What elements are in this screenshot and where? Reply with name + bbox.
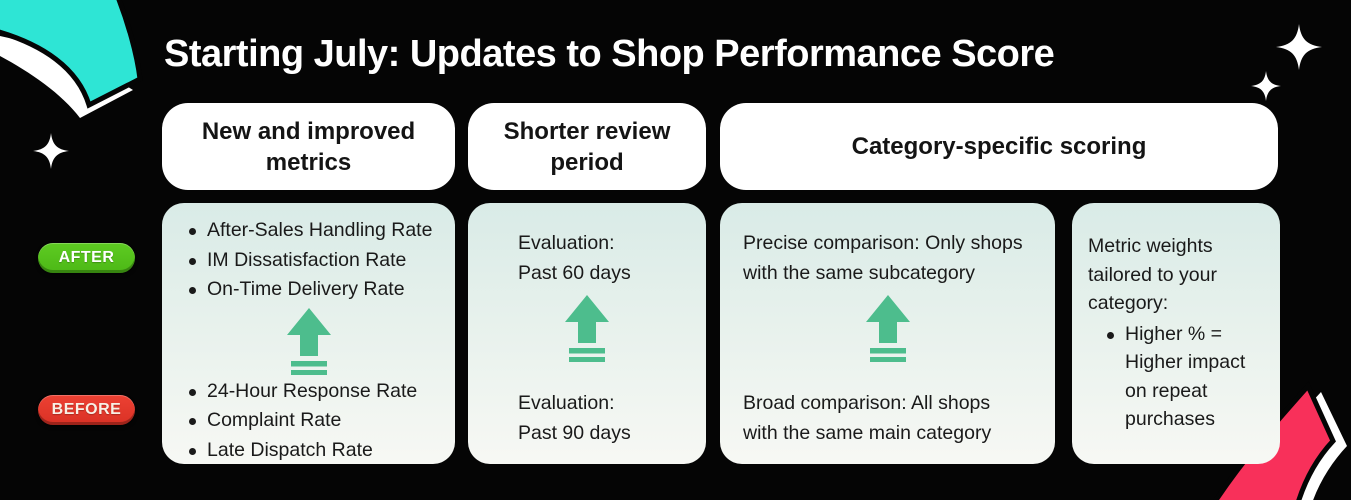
after-review-text: Evaluation: Past 60 days	[468, 229, 706, 288]
after-metrics-list: After-Sales Handling Rate IM Dissatisfac…	[162, 216, 455, 305]
before-review-text: Evaluation: Past 90 days	[468, 389, 706, 448]
text-line: Higher impact	[1125, 351, 1246, 373]
before-metrics-list: 24-Hour Response Rate Complaint Rate Lat…	[162, 377, 455, 466]
before-comparison-text: Broad comparison: All shops with the sam…	[720, 389, 1055, 448]
text-line: on repeat	[1125, 379, 1208, 402]
header-card-review-period: Shorter review period	[468, 103, 706, 190]
text-line: Past 90 days	[518, 421, 631, 444]
header-card-new-metrics: New and improved metrics	[162, 103, 455, 190]
after-badge: AFTER	[38, 243, 135, 273]
teal-swoosh-icon	[0, 0, 143, 109]
header-label: Shorter review period	[503, 117, 671, 176]
text-line: Broad comparison: All shops	[743, 392, 991, 414]
card-comparison-scope: Precise comparison: Only shops with the …	[720, 203, 1055, 464]
text-line: Evaluation:	[518, 232, 615, 254]
list-item: IM Dissatisfaction Rate	[162, 246, 455, 276]
header-label: New and improved metrics	[201, 117, 416, 176]
text-line: with the same main category	[743, 421, 992, 444]
text-line: purchases	[1125, 408, 1215, 430]
sparkle-icon-large	[1276, 24, 1322, 70]
weights-intro-text: Metric weights tailored to your category…	[1072, 232, 1280, 318]
text-line: category:	[1088, 292, 1169, 314]
list-item: On-Time Delivery Rate	[162, 275, 455, 305]
header-card-category-scoring: Category-specific scoring	[720, 103, 1278, 190]
text-line: Metric weights	[1088, 235, 1213, 257]
text-line: with the same subcategory	[743, 261, 975, 284]
upgrade-arrow-icon	[162, 307, 455, 375]
before-badge: BEFORE	[38, 395, 135, 425]
text-line: Precise comparison: Only shops	[743, 232, 1023, 254]
sparkle-icon-left	[33, 133, 69, 169]
text-line: Higher % =	[1125, 322, 1223, 345]
after-comparison-text: Precise comparison: Only shops with the …	[720, 229, 1055, 288]
card-new-metrics: After-Sales Handling Rate IM Dissatisfac…	[162, 203, 455, 464]
header-label: Category-specific scoring	[851, 133, 1147, 160]
text-line: tailored to your	[1088, 263, 1217, 286]
weights-bullet-item: Higher % = Higher impact on repeat purch…	[1072, 320, 1280, 434]
list-item: Late Dispatch Rate	[162, 436, 455, 466]
text-line: Evaluation:	[518, 392, 615, 414]
white-swoosh-top-left	[0, 36, 133, 118]
upgrade-arrow-icon	[468, 295, 706, 362]
list-item: 24-Hour Response Rate	[162, 377, 455, 407]
card-review-period: Evaluation: Past 60 days Evaluation: Pas…	[468, 203, 706, 464]
upgrade-arrow-icon	[720, 295, 1055, 362]
list-item: After-Sales Handling Rate	[162, 216, 455, 246]
list-item: Complaint Rate	[162, 406, 455, 436]
text-line: Past 60 days	[518, 261, 631, 284]
page-title: Starting July: Updates to Shop Performan…	[164, 33, 1055, 75]
card-metric-weights: Metric weights tailored to your category…	[1072, 203, 1280, 464]
